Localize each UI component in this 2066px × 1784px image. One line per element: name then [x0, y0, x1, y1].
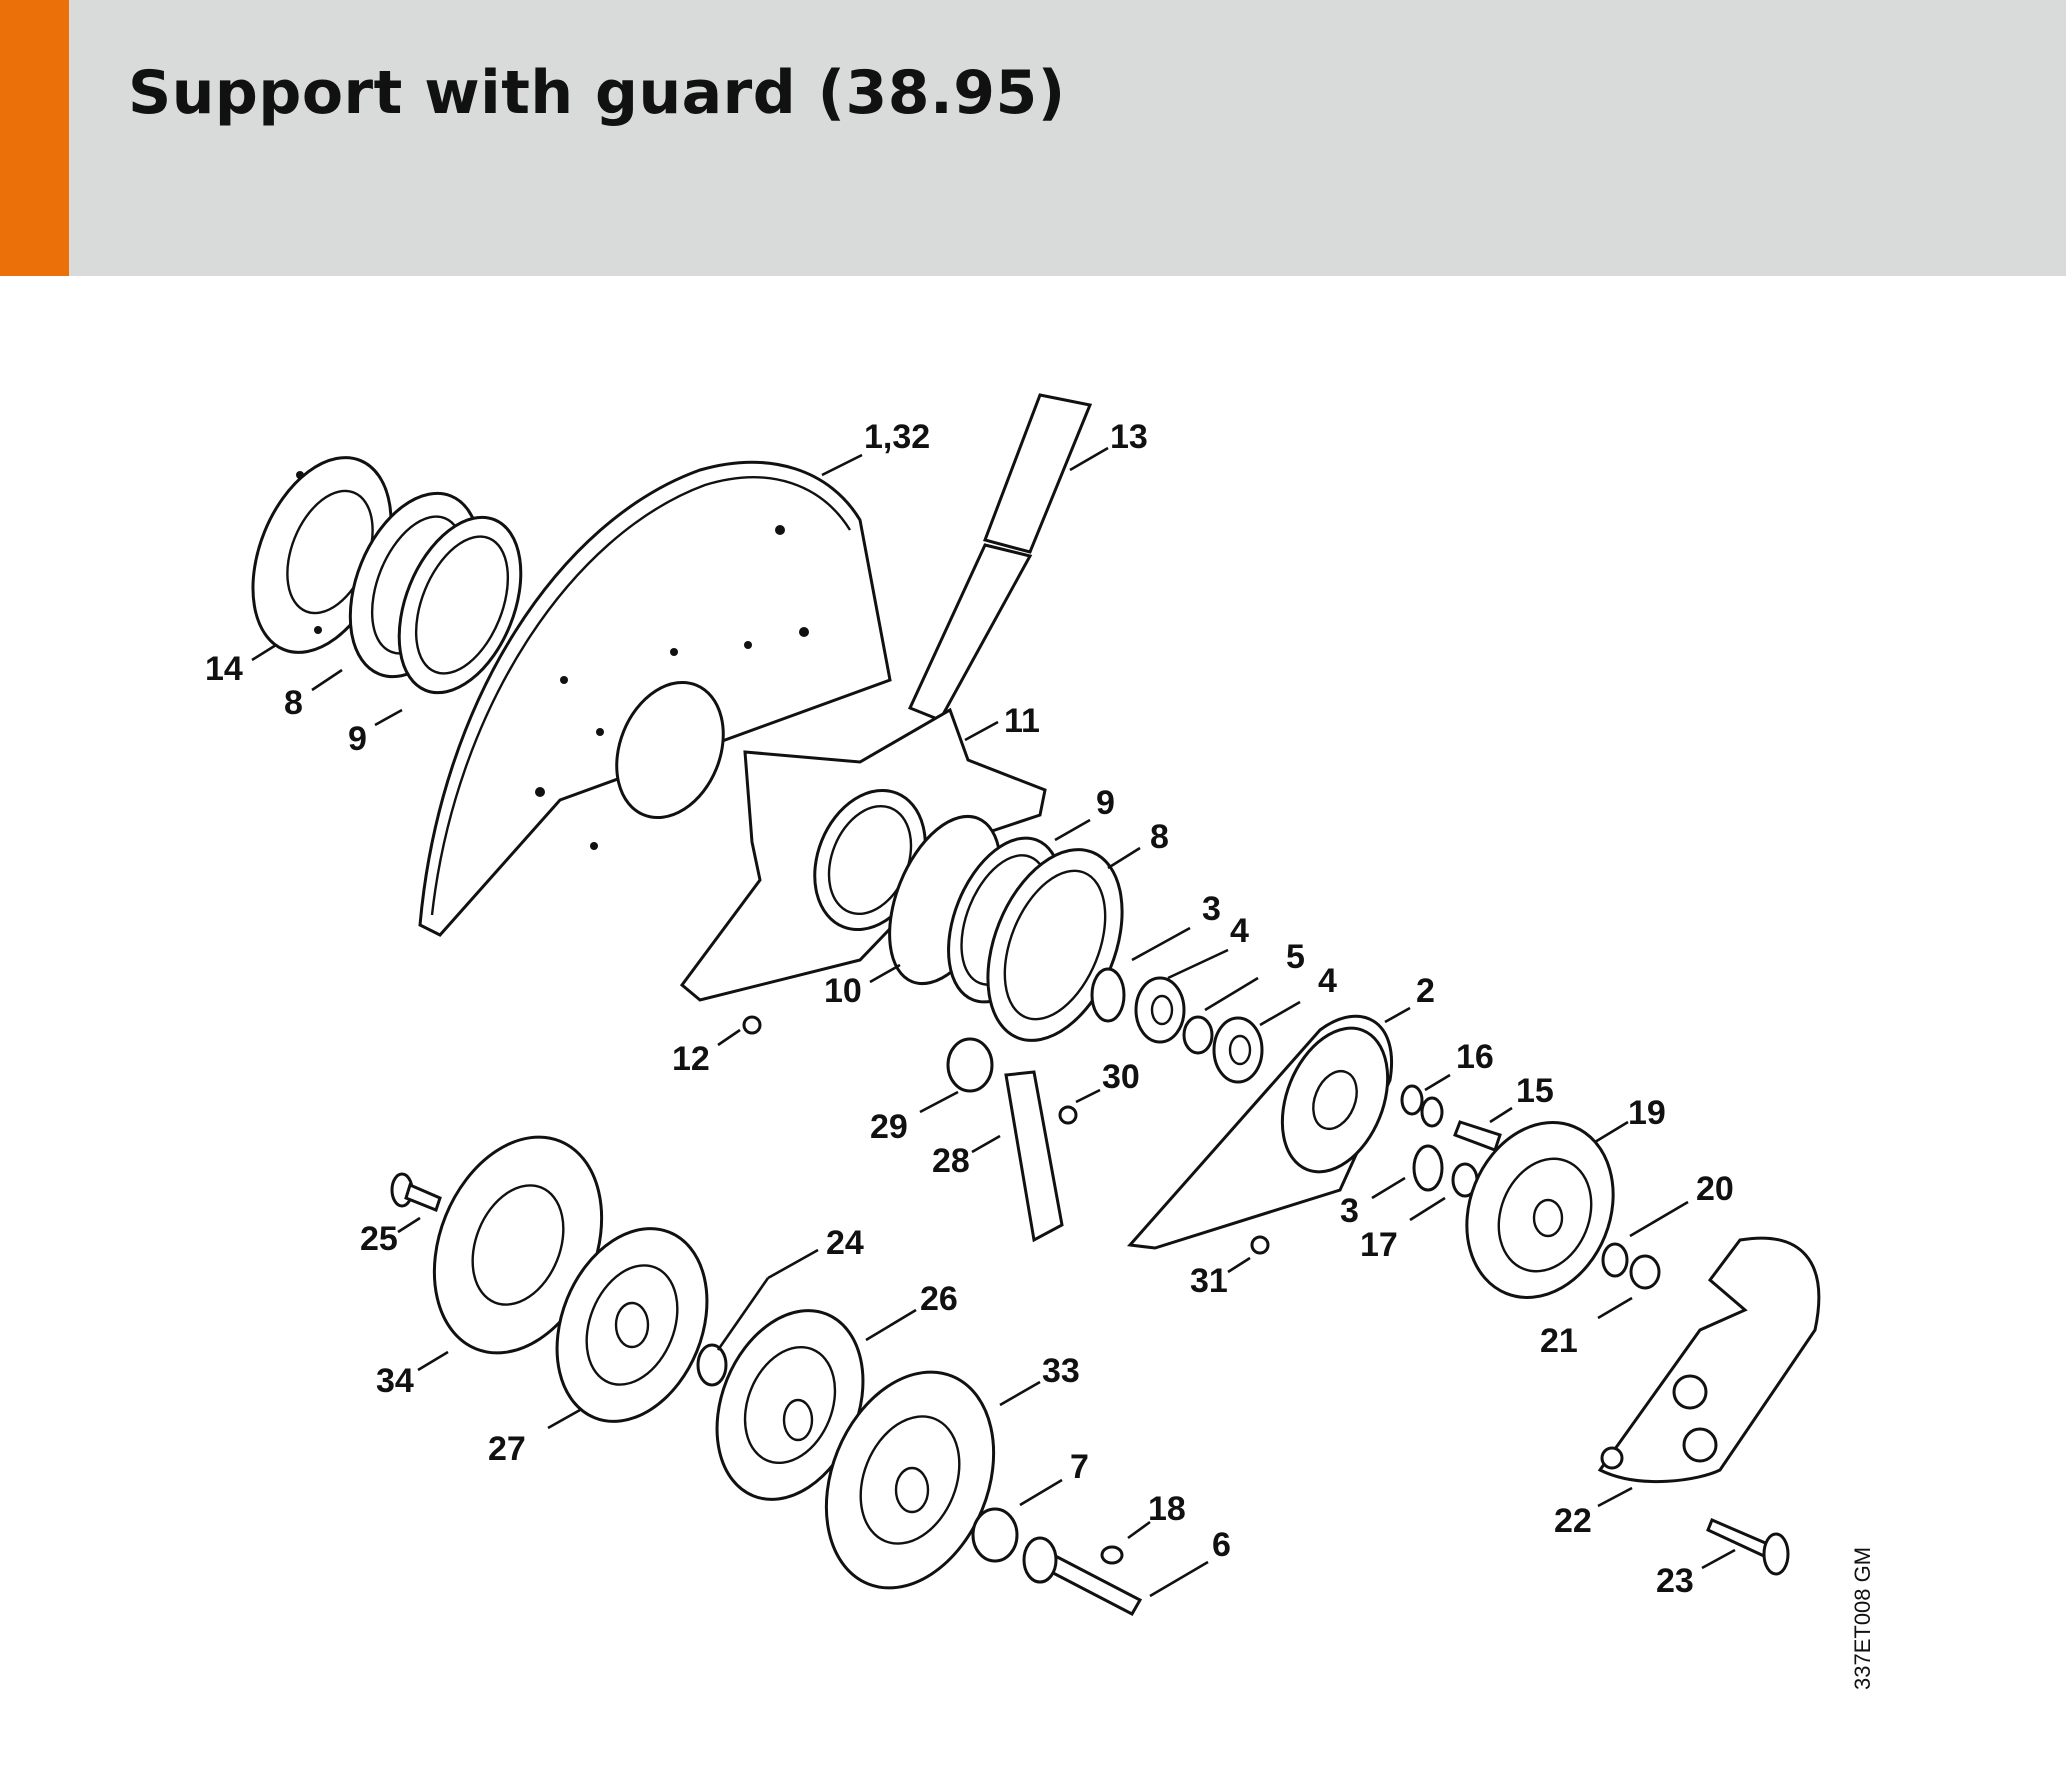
- callout-7: 7: [1070, 1448, 1089, 1486]
- callout-28: 28: [932, 1142, 970, 1180]
- callout-6: 6: [1212, 1526, 1231, 1564]
- callout-15: 15: [1516, 1072, 1554, 1110]
- callout-2: 2: [1416, 972, 1435, 1010]
- callout-4-b: 4: [1318, 962, 1337, 1000]
- part-1-guard: [418, 460, 892, 937]
- callout-19: 19: [1628, 1094, 1666, 1132]
- part-23-bolt: [1706, 1518, 1790, 1576]
- callout-24: 24: [826, 1224, 864, 1262]
- callout-20: 20: [1696, 1170, 1734, 1208]
- callout-labels: 1,32 13 14 8 9 11 9 8 10 3 4 5 4 2 12 16…: [205, 418, 1734, 1600]
- callout-21: 21: [1540, 1322, 1578, 1360]
- callout-3-top: 3: [1202, 890, 1221, 928]
- parts-3-4-5-bearings: [1090, 967, 1264, 1084]
- callout-1-32: 1,32: [864, 418, 930, 456]
- part-24-lockplate: [696, 1343, 728, 1387]
- callout-11: 11: [1004, 702, 1040, 740]
- part-8-9-rings-left: [348, 491, 523, 695]
- drawing-code: 337ET008 GM: [1850, 1547, 1875, 1690]
- parts-16-15-3-17: [1400, 1084, 1502, 1198]
- part-10-9-8-rings-right: [888, 814, 1124, 1042]
- callout-9-right: 9: [1096, 784, 1115, 822]
- orange-accent-bar: [0, 0, 69, 276]
- callout-29: 29: [870, 1108, 908, 1146]
- callout-5: 5: [1286, 938, 1305, 976]
- callout-3-bottom: 3: [1340, 1192, 1359, 1230]
- callout-33: 33: [1042, 1352, 1080, 1390]
- parts-29-28-30-12-31: [742, 1015, 1270, 1255]
- parts-7-18-6-shaft: [971, 1507, 1143, 1616]
- header-banner: [0, 0, 2066, 276]
- leader-lines: [251, 446, 1736, 1598]
- parts-20-21-washer-nut: [1601, 1242, 1661, 1290]
- callout-25: 25: [360, 1220, 398, 1258]
- callout-13: 13: [1110, 418, 1148, 456]
- callout-8-left: 8: [284, 684, 303, 722]
- callout-27: 27: [488, 1430, 526, 1468]
- callout-8-right: 8: [1150, 818, 1169, 856]
- callout-4-a: 4: [1230, 912, 1249, 950]
- callout-9-left: 9: [348, 720, 367, 758]
- part-22-cover: [1597, 1236, 1821, 1484]
- callout-23: 23: [1656, 1562, 1694, 1600]
- part-2-hub-plate: [1126, 1014, 1393, 1250]
- callout-31: 31: [1190, 1262, 1228, 1300]
- callout-34: 34: [376, 1362, 414, 1400]
- callout-12: 12: [672, 1040, 710, 1078]
- page-title: Support with guard (38.95): [128, 58, 1066, 128]
- part-13-handle: [907, 393, 1093, 722]
- callout-26: 26: [920, 1280, 958, 1318]
- callout-14: 14: [205, 650, 243, 688]
- callout-30: 30: [1102, 1058, 1140, 1096]
- callout-17: 17: [1360, 1226, 1398, 1264]
- callout-22: 22: [1554, 1502, 1592, 1540]
- part-25-screw: [390, 1172, 442, 1212]
- part-19-pulley: [1465, 1121, 1615, 1299]
- part-27-disc: [555, 1227, 709, 1423]
- part-33-disc: [824, 1370, 996, 1590]
- callout-10: 10: [824, 972, 862, 1010]
- callout-18: 18: [1148, 1490, 1186, 1528]
- callout-16: 16: [1456, 1038, 1494, 1076]
